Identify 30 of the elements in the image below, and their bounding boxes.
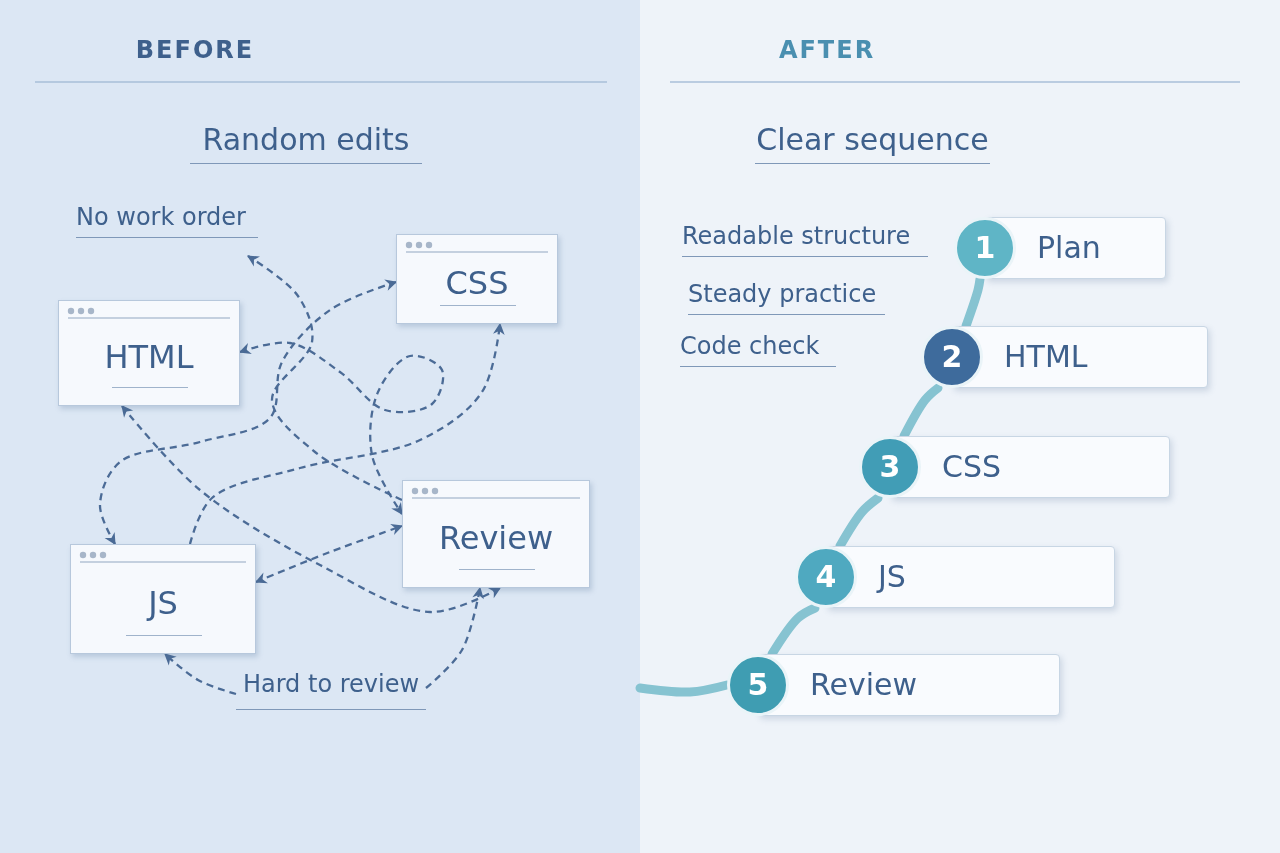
card-title: CSS	[444, 264, 510, 302]
window-card	[58, 300, 240, 406]
step-title: Review	[810, 667, 918, 702]
card-title: Review	[437, 519, 555, 557]
note-text: Readable structure	[682, 222, 928, 257]
dashed-arrow	[247, 255, 403, 502]
dashed-arrow	[121, 405, 501, 614]
dashed-arrow	[164, 653, 237, 696]
note-text: Code check	[680, 332, 836, 367]
card-title: HTML	[103, 338, 195, 376]
note-text: Hard to review	[236, 670, 426, 710]
window-card	[396, 234, 558, 324]
subheading: Clear sequence	[755, 122, 990, 164]
step-title: HTML	[1004, 339, 1088, 374]
dashed-arrow	[188, 322, 505, 545]
section-heading: AFTER	[777, 36, 877, 64]
step-title: JS	[878, 559, 906, 594]
dashed-arrow	[425, 586, 484, 689]
step-title: Plan	[1037, 230, 1101, 265]
window-card	[70, 544, 256, 654]
step-title: CSS	[942, 449, 1002, 484]
note-text: Steady practice	[688, 280, 885, 315]
note-text: No work order	[76, 203, 258, 238]
section-heading: BEFORE	[134, 36, 256, 64]
dashed-arrow	[238, 341, 445, 515]
dashed-arrow	[98, 279, 398, 545]
card-title: JS	[145, 584, 179, 622]
dashed-arrow	[254, 523, 404, 584]
window-card	[402, 480, 590, 588]
subheading: Random edits	[190, 122, 422, 164]
